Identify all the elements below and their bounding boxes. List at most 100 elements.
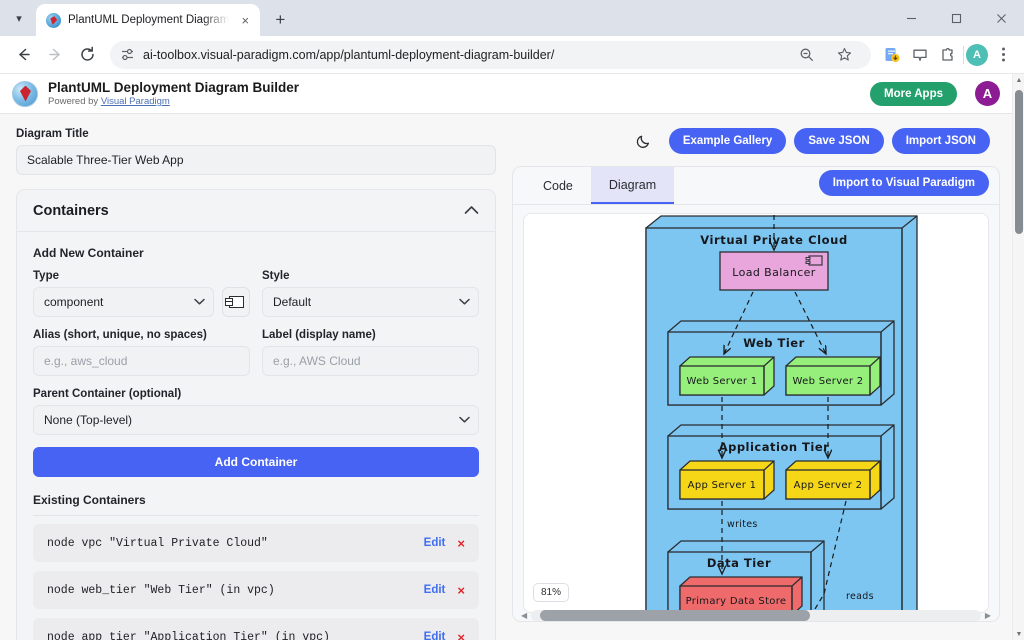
parent-container-row: Parent Container (optional) None (Top-le… bbox=[33, 388, 479, 435]
edit-link[interactable]: Edit bbox=[423, 537, 446, 549]
type-style-row: Type component bbox=[33, 270, 479, 317]
scroll-track[interactable] bbox=[531, 609, 981, 621]
save-json-button[interactable]: Save JSON bbox=[794, 128, 884, 154]
avatar[interactable]: A bbox=[975, 81, 1000, 106]
svg-text:Web Server 2: Web Server 2 bbox=[793, 376, 864, 387]
style-select-wrap: Default bbox=[262, 287, 479, 317]
zoom-level-badge[interactable]: 81% bbox=[533, 583, 570, 602]
alias-label-row: Alias (short, unique, no spaces) Label (… bbox=[33, 329, 479, 376]
display-label-input[interactable] bbox=[262, 346, 479, 376]
visual-paradigm-logo-icon bbox=[12, 80, 38, 107]
back-icon[interactable] bbox=[8, 40, 38, 70]
alias-column: Alias (short, unique, no spaces) bbox=[33, 329, 250, 376]
app-header: PlantUML Deployment Diagram Builder Powe… bbox=[0, 74, 1012, 114]
chevron-up-icon[interactable] bbox=[464, 203, 479, 218]
tab-search-button[interactable]: ▾ bbox=[16, 12, 22, 25]
containers-card-body: Add New Container Type component bbox=[17, 232, 495, 640]
extension-download-icon[interactable] bbox=[879, 42, 905, 68]
svg-text:Web Server 1: Web Server 1 bbox=[687, 376, 758, 387]
window-minimize-button[interactable] bbox=[889, 0, 934, 36]
scroll-left-icon[interactable]: ◀ bbox=[521, 610, 528, 620]
more-apps-button[interactable]: More Apps bbox=[870, 81, 957, 106]
svg-text:Application Tier: Application Tier bbox=[719, 440, 830, 454]
type-select[interactable]: component bbox=[33, 287, 214, 317]
containers-card: Containers Add New Container Type compon… bbox=[16, 189, 496, 640]
import-to-visual-paradigm-button[interactable]: Import to Visual Paradigm bbox=[818, 170, 989, 196]
comment-icon[interactable] bbox=[907, 42, 933, 68]
delete-icon[interactable]: × bbox=[457, 629, 465, 640]
scroll-down-icon[interactable]: ▼ bbox=[1015, 630, 1023, 638]
svg-text:App Server 1: App Server 1 bbox=[688, 480, 757, 491]
tab-code[interactable]: Code bbox=[543, 178, 573, 193]
type-column: Type component bbox=[33, 270, 250, 317]
existing-containers-heading: Existing Containers bbox=[33, 493, 146, 507]
moon-icon[interactable] bbox=[633, 130, 655, 152]
builder-form-panel: Diagram Title Containers Add New Contain… bbox=[0, 114, 512, 640]
search-minus-icon[interactable] bbox=[793, 42, 819, 68]
edit-link[interactable]: Edit bbox=[423, 631, 446, 640]
style-column: Style Default bbox=[262, 270, 479, 317]
page-viewport: PlantUML Deployment Diagram Builder Powe… bbox=[0, 74, 1012, 640]
diagram-edges bbox=[722, 214, 847, 612]
delete-icon[interactable]: × bbox=[457, 535, 465, 551]
visual-paradigm-link[interactable]: Visual Paradigm bbox=[100, 96, 170, 107]
diagram-node-vpc: Virtual Private Cloud bbox=[645, 215, 918, 612]
alias-input[interactable] bbox=[33, 346, 250, 376]
list-item[interactable]: node web_tier "Web Tier" (in vpc) Edit × bbox=[33, 571, 479, 609]
style-select[interactable]: Default bbox=[262, 287, 479, 317]
diagram-canvas[interactable]: Virtual Private Cloud Load Balancer bbox=[523, 213, 989, 613]
type-select-wrap: component bbox=[33, 287, 214, 317]
containers-heading: Containers bbox=[33, 202, 109, 219]
delete-icon[interactable]: × bbox=[457, 582, 465, 598]
puzzle-icon[interactable] bbox=[935, 42, 961, 68]
browser-tab-strip: ▾ PlantUML Deployment Diagram × + bbox=[0, 0, 1024, 36]
powered-by-text: Powered by bbox=[48, 96, 101, 107]
new-tab-button[interactable]: + bbox=[275, 9, 286, 29]
import-json-button[interactable]: Import JSON bbox=[891, 128, 990, 154]
browser-tab[interactable]: PlantUML Deployment Diagram × bbox=[36, 4, 261, 36]
example-gallery-button[interactable]: Example Gallery bbox=[668, 128, 787, 154]
style-label: Style bbox=[262, 270, 290, 282]
scroll-up-icon[interactable]: ▲ bbox=[1015, 76, 1023, 84]
containers-card-header[interactable]: Containers bbox=[17, 190, 495, 232]
forward-icon[interactable] bbox=[40, 40, 70, 70]
app-title-block: PlantUML Deployment Diagram Builder Powe… bbox=[48, 80, 299, 107]
edit-link[interactable]: Edit bbox=[423, 584, 446, 596]
preview-toolbar: Example Gallery Save JSON Import JSON bbox=[512, 124, 1000, 158]
svg-text:App Server 2: App Server 2 bbox=[794, 480, 863, 491]
browser-menu-icon[interactable] bbox=[990, 42, 1016, 68]
scroll-right-icon[interactable]: ▶ bbox=[984, 610, 991, 620]
url-text: ai-toolbox.visual-paradigm.com/app/plant… bbox=[143, 47, 555, 62]
parent-container-select[interactable]: None (Top-level) bbox=[33, 405, 479, 435]
svg-text:Load Balancer: Load Balancer bbox=[732, 266, 816, 279]
reload-icon[interactable] bbox=[72, 40, 102, 70]
container-code: node web_tier "Web Tier" (in vpc) bbox=[47, 583, 275, 597]
uml-component-icon[interactable] bbox=[222, 287, 250, 317]
star-icon[interactable] bbox=[831, 42, 857, 68]
svg-text:Virtual Private Cloud: Virtual Private Cloud bbox=[700, 233, 848, 247]
scroll-thumb[interactable] bbox=[540, 609, 810, 621]
container-code: node app_tier "Application Tier" (in vpc… bbox=[47, 630, 330, 640]
svg-text:Primary Data Store: Primary Data Store bbox=[686, 596, 787, 607]
svg-text:reads: reads bbox=[846, 591, 874, 602]
diagram-viewer: Code Diagram Import to Visual Paradigm bbox=[512, 166, 1000, 622]
parent-container-label: Parent Container (optional) bbox=[33, 388, 182, 400]
browser-profile-avatar[interactable]: A bbox=[966, 43, 988, 66]
add-container-button[interactable]: Add Container bbox=[33, 447, 479, 477]
diagram-node-application-tier: Application Tier App Server 1 App Server… bbox=[667, 424, 895, 510]
diagram-horizontal-scrollbar[interactable]: ◀ ▶ bbox=[521, 607, 991, 621]
site-settings-icon[interactable] bbox=[120, 47, 135, 62]
page-vertical-scrollbar[interactable]: ▲ ▼ bbox=[1012, 74, 1024, 640]
page-scroll-thumb[interactable] bbox=[1015, 90, 1023, 234]
browser-toolbar: ai-toolbox.visual-paradigm.com/app/plant… bbox=[0, 36, 1024, 74]
list-item[interactable]: node app_tier "Application Tier" (in vpc… bbox=[33, 618, 479, 640]
window-maximize-button[interactable] bbox=[934, 0, 979, 36]
address-bar[interactable]: ai-toolbox.visual-paradigm.com/app/plant… bbox=[110, 40, 871, 69]
alias-label: Alias (short, unique, no spaces) bbox=[33, 329, 207, 341]
diagram-title-input[interactable] bbox=[16, 145, 496, 175]
svg-text:Web Tier: Web Tier bbox=[743, 336, 805, 350]
close-icon[interactable]: × bbox=[241, 12, 250, 28]
list-item[interactable]: node vpc "Virtual Private Cloud" Edit × bbox=[33, 524, 479, 562]
window-close-button[interactable] bbox=[979, 0, 1024, 36]
tab-diagram[interactable]: Diagram bbox=[590, 167, 675, 204]
